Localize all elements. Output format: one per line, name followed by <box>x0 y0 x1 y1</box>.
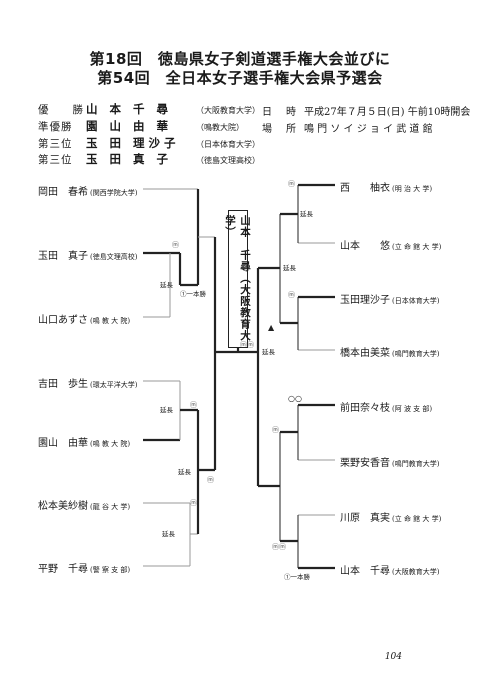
right-player-2: 山本 悠(立 命 館 大 学) <box>340 237 441 252</box>
circle-mark-icon: ⓜ <box>207 476 214 484</box>
right-player-1: 西 柚衣(明 治 大 学) <box>340 179 432 194</box>
circle-mark-icon: ⓜ <box>190 499 197 507</box>
enchou-label: 延長 <box>178 468 191 476</box>
player-affil: (鳴門教育大学) <box>392 350 440 358</box>
result-rank: 第三位 <box>38 154 73 166</box>
player-affil: (鳴 教 大 院) <box>90 317 131 325</box>
ippon-label: ①一本勝 <box>180 290 206 298</box>
enchou-label: 延長 <box>160 406 173 414</box>
result-name: 園 山 由 華 <box>86 119 173 133</box>
result-row-3: 第三位 玉 田 理沙子 （日本体育大学） <box>38 135 260 151</box>
player-affil: (阿 波 支 部) <box>392 405 433 413</box>
left-player-5: 園山 由華(鳴 教 大 院) <box>38 434 130 449</box>
event-place: 場 所鳴 門 ソ イ ジ ョ イ 武 道 館 <box>262 120 433 135</box>
result-name: 山 本 千 尋 <box>86 102 173 116</box>
player-name: 山本 千尋 <box>340 566 390 577</box>
tournament-title-line2: 第54回 全日本女子選手権大会県予選会 <box>97 69 383 87</box>
date-label: 日 時 <box>262 107 298 118</box>
date-value: 平成27年７月５日(日) 午前10時開会 <box>304 107 471 118</box>
player-name: 山本 悠 <box>340 241 390 252</box>
player-name: 川原 真実 <box>340 513 390 524</box>
left-player-4: 吉田 歩生(環太平洋大学) <box>38 375 137 390</box>
left-player-6: 松本美紗樹(龍 谷 大 学) <box>38 497 130 512</box>
champion-box: 山本 千尋（大阪教育大学） <box>224 210 251 348</box>
circle-mark-icon: ⓜ <box>288 291 295 299</box>
player-affil: (鳴 教 大 院) <box>90 440 131 448</box>
player-affil: (徳島文理高校) <box>90 253 138 261</box>
player-affil: (大阪教育大学) <box>392 568 440 576</box>
enchou-label: 延長 <box>162 530 175 538</box>
player-name: 玉田 真子 <box>38 251 88 262</box>
event-date: 日 時平成27年７月５日(日) 午前10時開会 <box>262 103 470 118</box>
right-player-7: 川原 真実(立 命 館 大 学) <box>340 509 441 524</box>
circle-mark-icon: ⓜ <box>272 426 279 434</box>
player-name: 玉田理沙子 <box>340 295 390 306</box>
player-affil: (立 命 館 大 学) <box>392 243 442 251</box>
circle-mark-icon: ⓜⓜ <box>272 543 286 551</box>
result-rank: 優 勝 <box>38 104 84 116</box>
player-name: 山口あずさ <box>38 315 88 326</box>
left-player-3: 山口あずさ(鳴 教 大 院) <box>38 311 130 326</box>
circle-mark-icon: ⓜ <box>172 241 179 249</box>
left-player-1: 岡田 春希(関西学院大学) <box>38 183 137 198</box>
player-name: 松本美紗樹 <box>38 501 88 512</box>
enchou-label: 延長 <box>262 348 275 356</box>
player-name: 園山 由華 <box>38 438 88 449</box>
result-name: 玉 田 真 子 <box>86 152 173 166</box>
place-label: 場 所 <box>262 124 298 135</box>
enchou-label: 延長 <box>300 210 313 218</box>
result-name: 玉 田 理沙子 <box>86 136 180 150</box>
triangle-mark: ▲ <box>268 323 275 332</box>
player-affil: (関西学院大学) <box>90 189 138 197</box>
player-affil: (警 察 支 部) <box>90 566 131 574</box>
page-number: 104 <box>384 652 402 662</box>
left-player-7: 平野 千尋(警 察 支 部) <box>38 560 130 575</box>
result-row-4: 第三位 玉 田 真 子 （徳島文理高校） <box>38 151 260 167</box>
player-affil: (鳴門教育大学) <box>392 460 440 468</box>
player-affil: (立 命 館 大 学) <box>392 515 442 523</box>
circle-mark-icon: ⓜ <box>288 180 295 188</box>
tournament-title-line1: 第18回 徳島県女子剣道選手権大会並びに <box>89 50 391 68</box>
right-player-6: 栗野安香音(鳴門教育大学) <box>340 454 439 469</box>
right-player-8: 山本 千尋(大阪教育大学) <box>340 562 439 577</box>
result-affil: （鳴教大院） <box>196 123 244 132</box>
place-value: 鳴 門 ソ イ ジ ョ イ 武 道 館 <box>304 124 433 135</box>
circle-mark-icon: ⓜⓜ <box>240 341 254 349</box>
left-player-2: 玉田 真子(徳島文理高校) <box>38 247 137 262</box>
player-name: 西 柚衣 <box>340 183 390 194</box>
right-player-3: 玉田理沙子(日本体育大学) <box>340 291 439 306</box>
right-player-5: 前田奈々枝(阿 波 支 部) <box>340 399 432 414</box>
enchou-label: 延長 <box>160 281 173 289</box>
player-name: 平野 千尋 <box>38 564 88 575</box>
result-row-2: 準優勝 園 山 由 華 （鳴教大院） <box>38 118 244 134</box>
result-affil: （日本体育大学） <box>196 140 260 149</box>
player-name: 栗野安香音 <box>340 458 390 469</box>
result-row-1: 優 勝山 本 千 尋 （大阪教育大学） <box>38 101 260 117</box>
player-affil: (明 治 大 学) <box>392 185 433 193</box>
right-player-4: 橋本由美菜(鳴門教育大学) <box>340 344 439 359</box>
player-name: 前田奈々枝 <box>340 403 390 414</box>
circle-mark: ○○ <box>288 394 302 403</box>
result-affil: （徳島文理高校） <box>196 156 260 165</box>
ippon-label: ①一本勝 <box>284 573 310 581</box>
result-affil: （大阪教育大学） <box>196 106 260 115</box>
circle-mark-icon: ⓜ <box>190 401 197 409</box>
player-affil: (日本体育大学) <box>392 297 440 305</box>
player-name: 吉田 歩生 <box>38 379 88 390</box>
player-name: 岡田 春希 <box>38 187 88 198</box>
result-rank: 準優勝 <box>38 121 73 133</box>
player-affil: (環太平洋大学) <box>90 381 138 389</box>
enchou-label: 延長 <box>283 264 296 272</box>
player-name: 橋本由美菜 <box>340 348 390 359</box>
result-rank: 第三位 <box>38 138 73 150</box>
player-affil: (龍 谷 大 学) <box>90 503 131 511</box>
